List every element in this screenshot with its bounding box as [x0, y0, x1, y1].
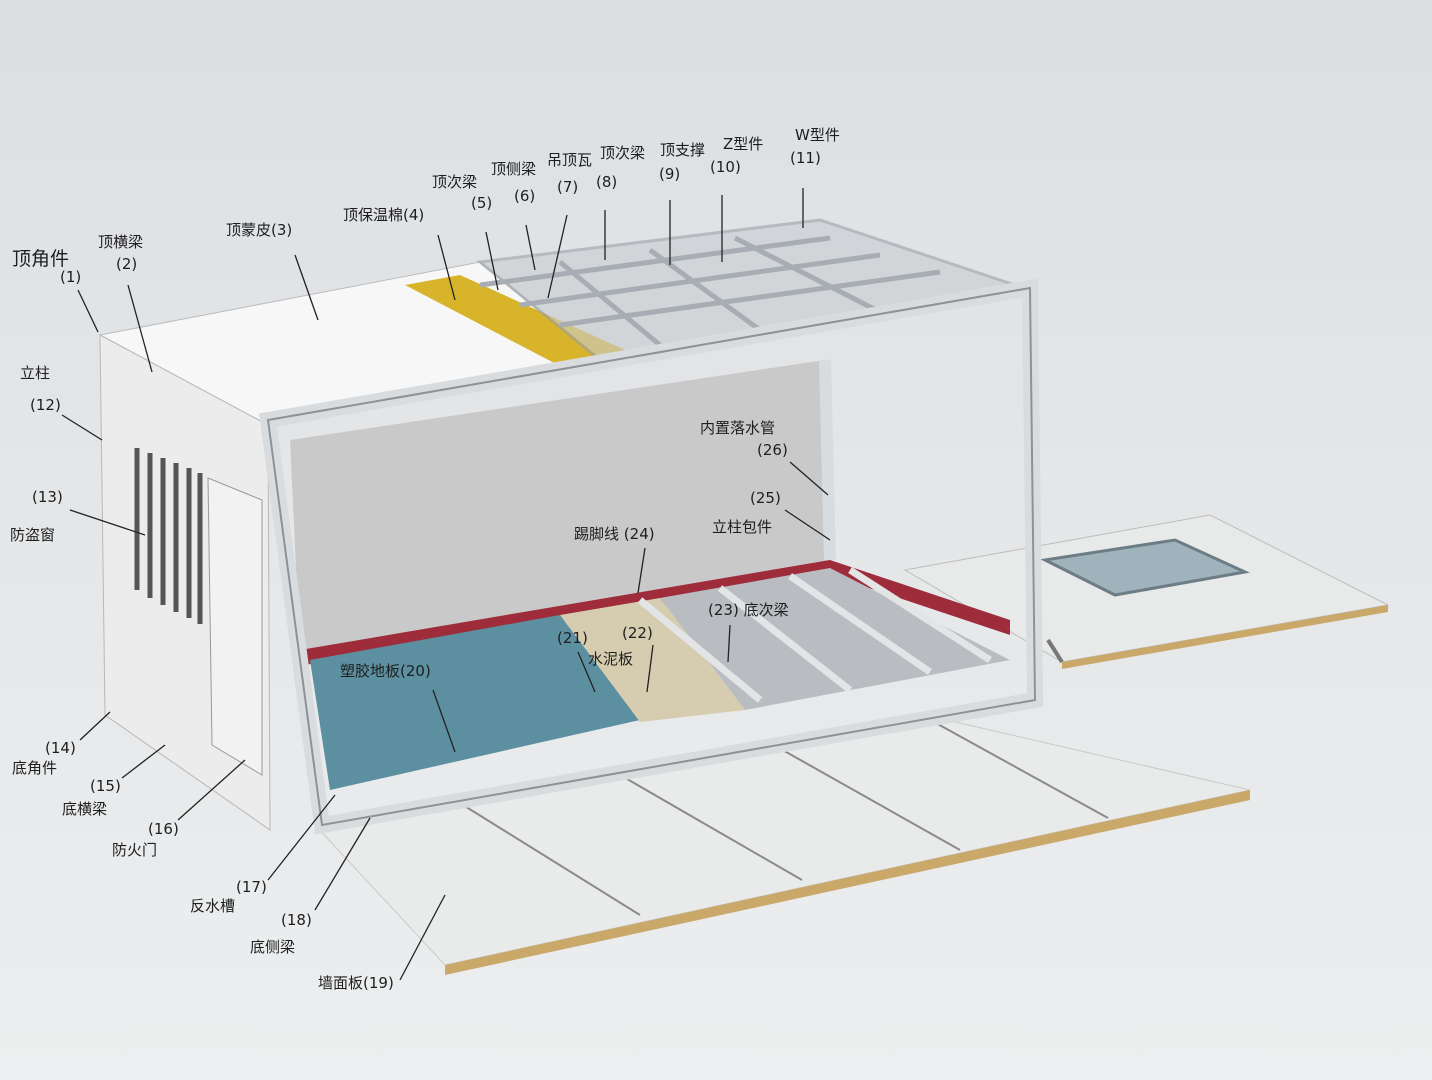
label-skirting: 踢脚线 (24) [574, 527, 655, 542]
label-num-9: (9) [659, 165, 681, 183]
label-roof-side-beam: 顶侧梁 [491, 160, 537, 178]
label-num-3: (3) [271, 221, 293, 239]
label-num-2: (2) [116, 255, 138, 273]
floor-cement [560, 598, 745, 722]
label-num-17: (17) [236, 878, 267, 896]
label-num-16: (16) [148, 820, 179, 838]
label-num-1: (1) [60, 268, 82, 286]
label-num-19: (19) [363, 974, 394, 992]
label-num-25: (25) [750, 489, 781, 507]
label-ceiling-tile: 吊顶瓦 [547, 151, 593, 169]
label-z-piece: Z型件 [723, 135, 764, 153]
label-w-piece: W型件 [795, 126, 840, 144]
label-bottom-crossbeam: 底横梁 [62, 800, 108, 818]
label-top-crossbeam: 顶横梁 [98, 233, 144, 251]
label-num-4: (4) [403, 206, 425, 224]
label-bottom-corner: 底角件 [12, 759, 58, 777]
label-wall-panel: 墙面板(19) [318, 976, 394, 991]
label-roof-skin: 顶蒙皮(3) [226, 223, 292, 238]
floor-vinyl [310, 615, 640, 790]
label-num-23: (23) [708, 601, 739, 619]
label-vinyl-floor: 塑胶地板(20) [340, 664, 431, 679]
label-drip-channel: 反水槽 [190, 897, 236, 915]
label-num-10: (10) [710, 158, 741, 176]
label-num-5: (5) [471, 194, 493, 212]
window-bars [134, 448, 203, 624]
label-num-22: (22) [622, 624, 653, 642]
label-num-26: (26) [757, 441, 788, 459]
label-num-8: (8) [596, 173, 618, 191]
label-bottom-side-beam: 底侧梁 [250, 938, 296, 956]
label-name-19: 墙面板 [318, 974, 364, 992]
label-roof-insulation: 顶保温棉(4) [343, 208, 424, 223]
label-name-23: 底次梁 [743, 601, 789, 619]
label-column-cover: 立柱包件 [712, 518, 773, 536]
label-column: 立柱 [20, 364, 51, 382]
interior-wall [290, 360, 830, 655]
label-built-in-downpipe: 内置落水管 [700, 419, 776, 437]
label-num-11: (11) [790, 149, 821, 167]
fire-door [207, 477, 263, 776]
label-num-20: (20) [400, 662, 431, 680]
leader-lines [61, 188, 831, 981]
label-num-12: (12) [30, 396, 61, 414]
label-security-window: 防盗窗 [10, 526, 56, 544]
label-name-4: 顶保温棉 [343, 206, 404, 224]
label-cement-board: 水泥板 [588, 650, 634, 668]
label-name-20: 塑胶地板 [340, 662, 401, 680]
roof-insulation [405, 275, 625, 366]
label-floor-secondary-beam: (23) 底次梁 [708, 603, 789, 618]
label-num-15: (15) [90, 777, 121, 795]
label-num-18: (18) [281, 911, 312, 929]
label-num-14: (14) [45, 739, 76, 757]
label-num-21: (21) [557, 629, 588, 647]
label-num-24: (24) [623, 525, 655, 543]
label-fire-door: 防火门 [112, 841, 158, 859]
label-num-13: (13) [32, 488, 63, 506]
label-roof-support: 顶支撑 [660, 141, 706, 159]
label-name-3: 顶蒙皮 [226, 221, 272, 239]
label-num-6: (6) [514, 187, 536, 205]
label-num-7: (7) [557, 178, 579, 196]
label-top-corner: 顶角件 [12, 248, 70, 270]
label-roof-secondary-beam-5: 顶次梁 [432, 173, 478, 191]
label-name-24: 踢脚线 [574, 525, 620, 543]
floor-beams [660, 568, 1010, 710]
label-roof-secondary-beam-8: 顶次梁 [600, 144, 646, 162]
